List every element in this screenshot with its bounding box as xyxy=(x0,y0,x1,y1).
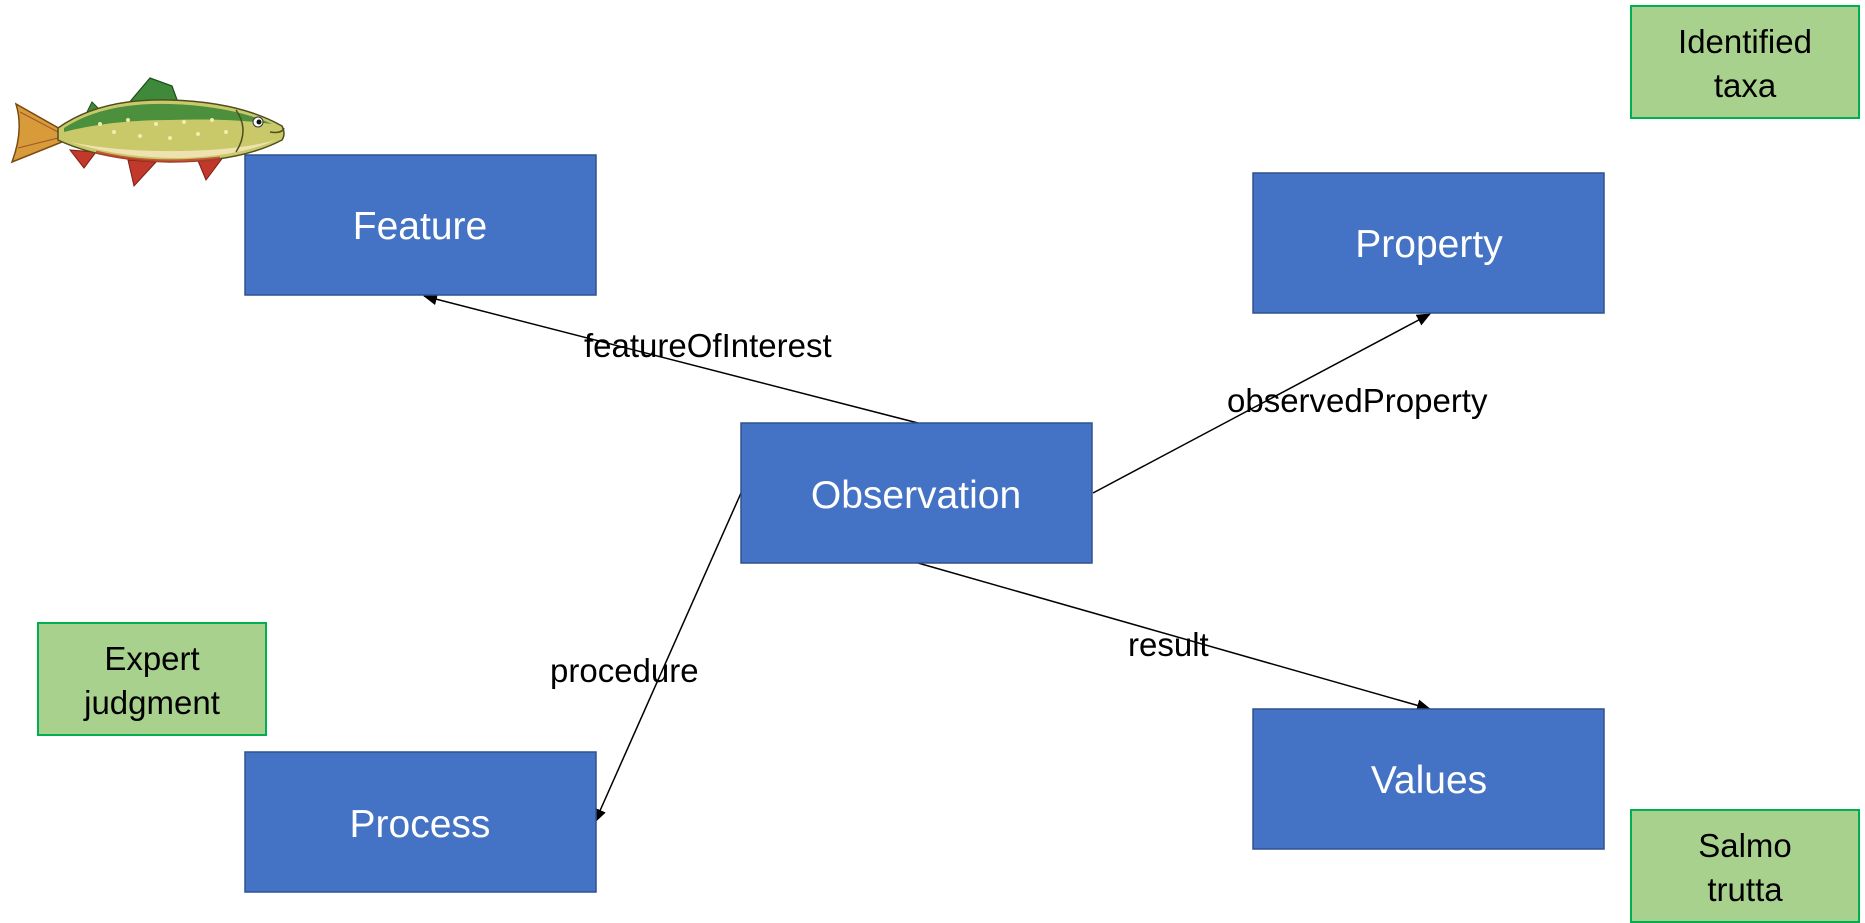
edge-feature-of-interest: featureOfInterest xyxy=(423,293,919,424)
edge-procedure: procedure xyxy=(550,492,742,823)
edge-label-result: result xyxy=(1128,626,1209,663)
node-property[interactable]: Property xyxy=(1252,172,1605,314)
node-feature[interactable]: Feature xyxy=(244,154,597,296)
node-process[interactable]: Process xyxy=(244,751,597,893)
note-identified-taxa-line1: Identified xyxy=(1678,23,1812,60)
node-values-label: Values xyxy=(1371,759,1487,802)
note-salmo-trutta-line2: trutta xyxy=(1707,871,1783,908)
node-observation-label: Observation xyxy=(811,474,1021,517)
note-expert-judgment-line2: judgment xyxy=(83,684,220,721)
edge-observed-property: observedProperty xyxy=(1092,313,1488,494)
note-salmo-trutta-line1: Salmo xyxy=(1698,827,1792,864)
note-identified-taxa: Identified taxa xyxy=(1630,5,1860,119)
edge-result: result xyxy=(917,562,1431,712)
note-identified-taxa-line2: taxa xyxy=(1714,67,1777,104)
edge-label-observed-property: observedProperty xyxy=(1227,382,1488,419)
node-observation[interactable]: Observation xyxy=(740,422,1093,564)
edge-label-procedure: procedure xyxy=(550,652,699,689)
note-expert-judgment-line1: Expert xyxy=(104,640,199,677)
fish-trout-icon xyxy=(10,77,285,188)
node-feature-label: Feature xyxy=(353,205,487,248)
node-process-label: Process xyxy=(350,803,491,846)
node-property-label: Property xyxy=(1355,223,1503,266)
edge-label-feature-of-interest: featureOfInterest xyxy=(584,327,832,364)
note-salmo-trutta: Salmo trutta xyxy=(1630,809,1860,923)
note-expert-judgment: Expert judgment xyxy=(37,622,267,736)
node-values[interactable]: Values xyxy=(1252,708,1605,850)
